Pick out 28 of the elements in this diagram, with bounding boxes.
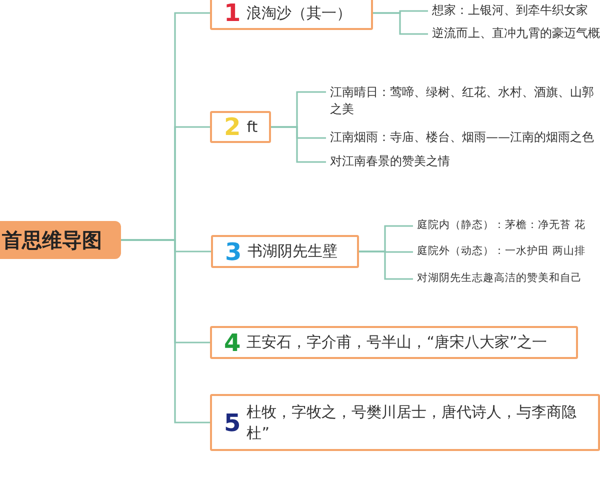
topic-text: 浪淘沙（其一）	[246, 2, 352, 24]
topic-box	[210, 326, 578, 359]
connector-line	[271, 126, 326, 163]
subtopic-text: 江南晴日：莺啼、绿树、红花、水村、酒旗、山郭之美	[330, 84, 595, 118]
topic-number: 1	[224, 1, 241, 25]
subtopic-text: 对江南春景的赞美之情	[330, 153, 450, 170]
topic-number: 4	[224, 330, 241, 354]
topic-text: 王安石，字介甫，号半山，“唐宋八大家”之一	[246, 332, 548, 353]
subtopic-text: 想家：上银河、到牵牛织女家	[432, 2, 588, 20]
connector-line	[359, 250, 413, 280]
topic-box	[210, 0, 373, 30]
subtopic-text: 庭院内（静态）：茅檐：净无苔 花	[417, 218, 586, 234]
topic-text: 杜牧，字牧之，号樊川居士，唐代诗人，与李商隐杜”	[246, 402, 578, 443]
subtopic-text: 庭院外（动态）：一水护田 两山排	[417, 244, 586, 260]
subtopic-text: 江南烟雨：寺庙、楼台、烟雨——江南的烟雨之色	[330, 129, 594, 146]
topic-number: 5	[224, 410, 241, 434]
topic-box	[210, 111, 271, 143]
topic-box	[210, 394, 600, 451]
connector-line	[121, 239, 210, 424]
topic-text: ft	[246, 117, 258, 138]
subtopic-text: 对湖阴先生志趣高洁的赞美和自己	[417, 271, 582, 286]
topic-number: 3	[225, 240, 242, 264]
subtopic-text: 逆流而上、直冲九霄的豪迈气概	[432, 25, 600, 42]
topic-number: 2	[224, 115, 241, 139]
connector-line	[373, 12, 428, 35]
topic-box	[211, 235, 359, 268]
topic-text: 书湖阴先生壁	[248, 241, 338, 262]
central-topic: 首思维导图	[0, 221, 121, 259]
